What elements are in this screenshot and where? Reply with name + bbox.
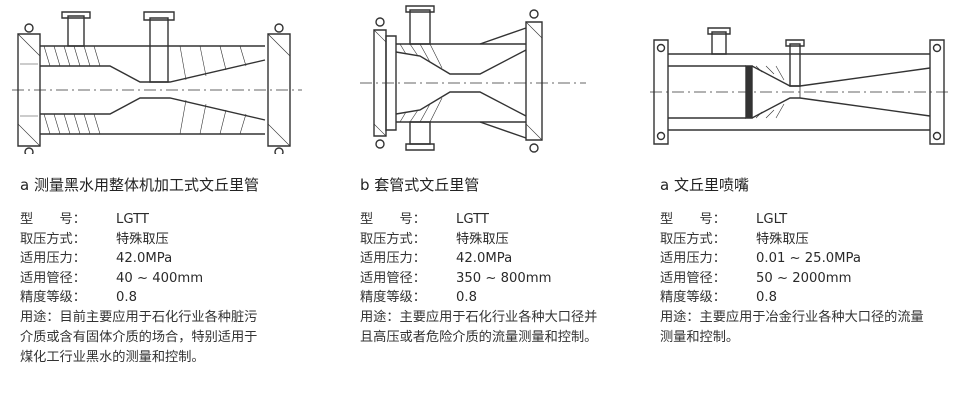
spec-diameter: 适用管径：50 ~ 2000mm: [660, 270, 852, 286]
venturi-tube-drawing-b: [350, 4, 600, 154]
spec-model: 型 号：LGTT: [360, 212, 489, 227]
spec-grade: 精度等级：0.8: [660, 290, 777, 306]
product-specs: 型 号：LGLT 取压方式：特殊取压 适用压力：0.01 ~ 25.0MPa 适…: [660, 210, 924, 348]
product-caption: a 测量黑水用整体机加工式文丘里管: [20, 176, 259, 194]
spec-method: 取压方式：特殊取压: [660, 231, 809, 247]
spec-pressure: 适用压力：42.0MPa: [20, 251, 173, 267]
spec-usage: 用途：目前主要应用于石化行业各种脏污 介质或含有固体介质的场合，特别适用于 煤化…: [20, 309, 258, 365]
product-caption: b 套管式文丘里管: [360, 176, 480, 194]
spec-method: 取压方式：特殊取压: [20, 231, 169, 247]
product-specs: 型 号：LGTT 取压方式：特殊取压 适用压力：42.0MPa 适用管径：350…: [360, 210, 597, 348]
spec-grade: 精度等级：0.8: [360, 290, 477, 306]
product-column-b: b 套管式文丘里管 型 号：LGTT 取压方式：特殊取压 适用压力：42.0MP…: [350, 0, 640, 400]
spec-model: 型 号：LGLT: [660, 212, 788, 227]
spec-pressure: 适用压力：0.01 ~ 25.0MPa: [660, 251, 861, 267]
spec-grade: 精度等级：0.8: [20, 290, 137, 306]
spec-model: 型 号：LGTT: [20, 212, 149, 227]
spec-usage: 用途：主要应用于冶金行业各种大口径的流量 测量和控制。: [660, 309, 924, 345]
venturi-tube-drawing-a: [10, 4, 310, 154]
venturi-nozzle-drawing: [650, 4, 950, 154]
spec-pressure: 适用压力：42.0MPa: [360, 251, 513, 267]
spec-usage: 用途：主要应用于石化行业各种大口径并 且高压或者危险介质的流量测量和控制。: [360, 309, 598, 345]
spec-diameter: 适用管径：40 ~ 400mm: [20, 270, 204, 286]
spec-method: 取压方式：特殊取压: [360, 231, 509, 247]
product-column-c: a 文丘里喷嘴 型 号：LGLT 取压方式：特殊取压 适用压力：0.01 ~ 2…: [650, 0, 962, 400]
product-caption: a 文丘里喷嘴: [660, 176, 749, 194]
product-column-a: a 测量黑水用整体机加工式文丘里管 型 号：LGTT 取压方式：特殊取压 适用压…: [10, 0, 330, 400]
product-specs: 型 号：LGTT 取压方式：特殊取压 适用压力：42.0MPa 适用管径：40 …: [20, 210, 257, 368]
spec-diameter: 适用管径：350 ~ 800mm: [360, 270, 552, 286]
